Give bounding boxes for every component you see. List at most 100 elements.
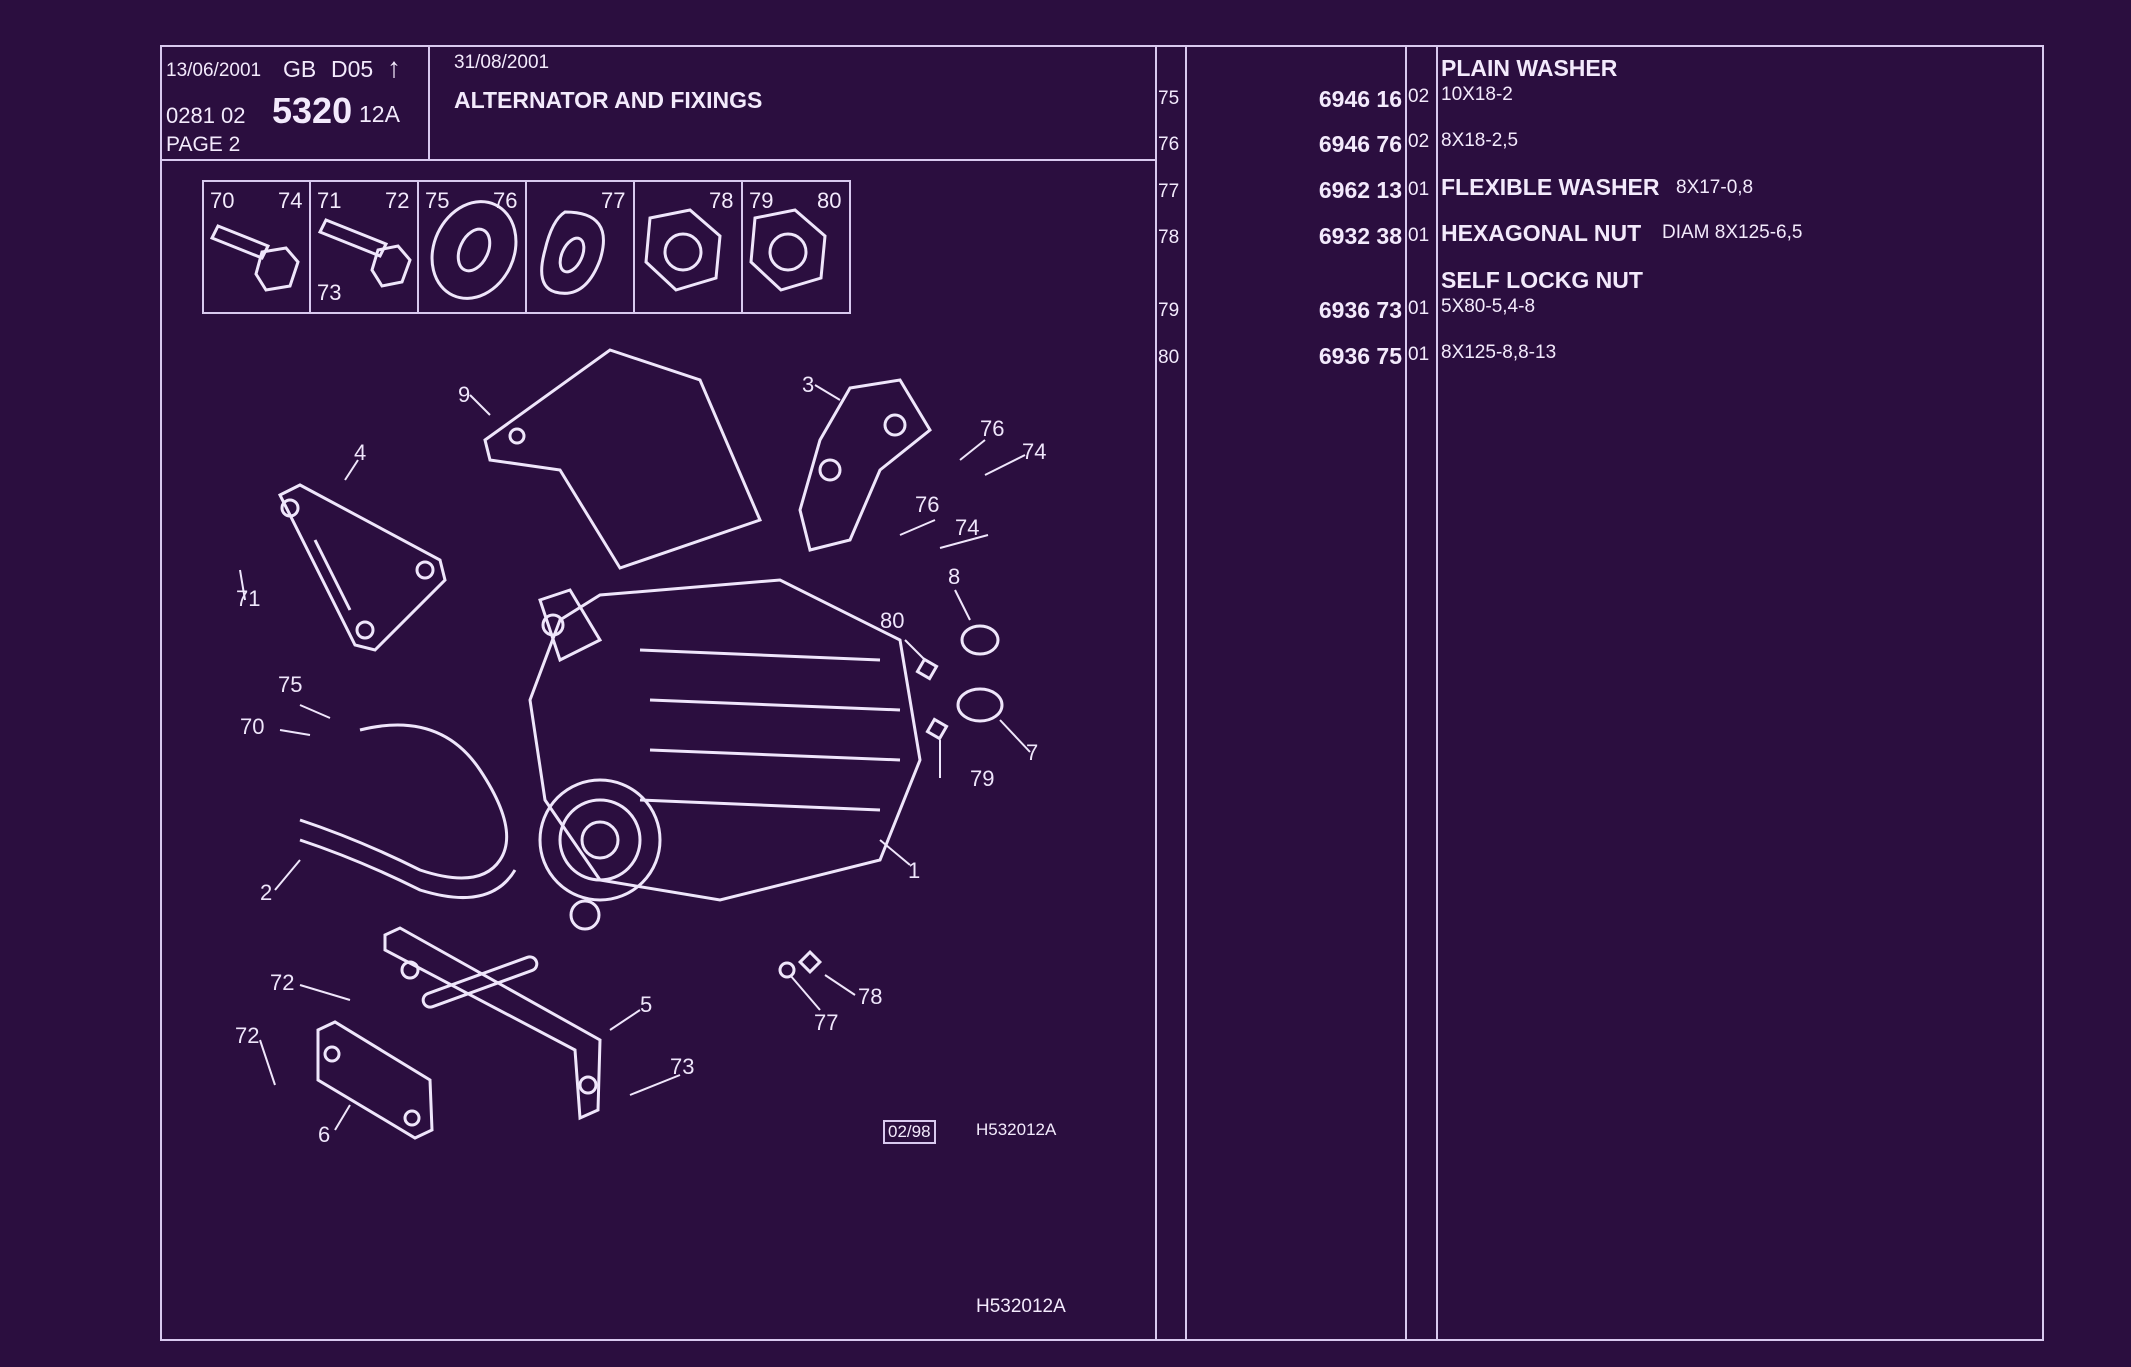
icon-cell-nut-79-80: 79 80 xyxy=(749,188,842,213)
header-ref-suffix: 12A xyxy=(359,101,400,127)
hex-bolt-icon xyxy=(209,224,300,292)
part-reference: 6946 16 xyxy=(1318,86,1402,112)
part-spec: 10X18-2 xyxy=(1441,84,1513,105)
callout-76-a: 76 xyxy=(980,416,1004,441)
callout-71: 71 xyxy=(236,586,260,611)
bushing-8-icon xyxy=(960,624,1000,656)
icon-cell-washer-75-76: 75 76 xyxy=(419,182,527,312)
callout-6: 6 xyxy=(318,1122,330,1147)
hex-bolt-long-icon xyxy=(317,218,412,288)
hex-nut-icon xyxy=(644,208,722,292)
part-name: PLAIN WASHER xyxy=(1441,55,1618,81)
header-ref-main: 5320 xyxy=(272,90,353,131)
header-ref-prefix: 0281 02 xyxy=(166,103,246,128)
callout-labels: 9 3 4 76 74 76 74 8 71 80 75 70 79 7 2 1… xyxy=(235,372,1046,1147)
drive-belt-icon xyxy=(299,723,517,900)
callout-77: 77 xyxy=(814,1010,838,1035)
heat-shield-icon xyxy=(483,348,763,570)
nut-80-icon xyxy=(915,657,939,681)
header-lang: GB xyxy=(283,56,317,82)
page-title: ALTERNATOR AND FIXINGS xyxy=(454,87,763,113)
column-rule-1 xyxy=(1155,45,1157,1339)
page-frame xyxy=(160,45,2044,1341)
callout-2: 2 xyxy=(260,880,272,905)
part-reference: 6936 75 xyxy=(1318,343,1402,369)
adjuster-bracket-5-icon xyxy=(383,926,602,1121)
callout-72-a: 72 xyxy=(270,970,294,995)
part-name: FLEXIBLE WASHER xyxy=(1441,174,1660,200)
item-number: 76 xyxy=(1158,134,1180,155)
icon-cell-washer-77: 77 xyxy=(527,182,635,312)
callout-78: 78 xyxy=(858,984,882,1009)
lock-nut-icon xyxy=(749,208,827,292)
footer-ref: H532012A xyxy=(976,1296,1066,1317)
part-variant: 01 xyxy=(1408,298,1430,319)
leader-lines xyxy=(239,384,1031,1131)
icon-cell-nut-78: 78 xyxy=(635,182,743,312)
callout-3: 3 xyxy=(802,372,814,397)
callout-1: 1 xyxy=(908,858,920,883)
callout-74-a: 74 xyxy=(1022,439,1046,464)
callout-4: 4 xyxy=(354,440,366,465)
callout-72-b: 72 xyxy=(235,1023,259,1048)
part-name: SELF LOCKG NUT xyxy=(1441,267,1643,293)
column-rule-3 xyxy=(1405,45,1407,1339)
part-reference: 6946 76 xyxy=(1318,131,1402,157)
item-number: 79 xyxy=(1158,300,1180,321)
drawing-date-stamp: 02/98 xyxy=(883,1120,936,1144)
callout-7: 7 xyxy=(1026,740,1038,765)
header-box xyxy=(160,45,1155,161)
part-spec: 8X125-8,8-13 xyxy=(1441,342,1557,363)
callout-73: 73 xyxy=(670,1054,694,1079)
part-reference: 6936 73 xyxy=(1318,297,1402,323)
part-spec: 8X18-2,5 xyxy=(1441,130,1519,151)
callout-80: 80 xyxy=(880,608,904,633)
header-date-right: 31/08/2001 xyxy=(454,52,550,73)
callout-74-b: 74 xyxy=(955,515,979,540)
nut-79-icon xyxy=(925,717,949,741)
item-number: 80 xyxy=(1158,347,1180,368)
item-number: 78 xyxy=(1158,227,1180,248)
header-page: PAGE 2 xyxy=(166,133,241,156)
callout-75: 75 xyxy=(278,672,302,697)
header-code: D05 xyxy=(331,56,374,82)
icon-cell-bolt-70-74: 70 74 xyxy=(204,182,311,312)
part-spec: 5X80-5,4-8 xyxy=(1441,296,1536,317)
nut-78-icon xyxy=(797,949,823,975)
header-date-left: 13/06/2001 xyxy=(166,60,262,81)
callout-70: 70 xyxy=(240,714,264,739)
callout-79: 79 xyxy=(970,766,994,791)
alternator-icon xyxy=(528,578,922,931)
callout-9: 9 xyxy=(458,382,470,407)
header-arrow: ↑ xyxy=(387,52,401,83)
part-variant: 01 xyxy=(1408,179,1430,200)
part-spec: 8X17-0,8 xyxy=(1676,177,1754,198)
drawing-ref: H532012A xyxy=(976,1120,1057,1139)
item-number: 75 xyxy=(1158,88,1180,109)
part-name: HEXAGONAL NUT xyxy=(1441,220,1642,246)
washer-77-icon xyxy=(778,961,796,979)
plain-washer-icon xyxy=(430,200,518,300)
part-variant: 02 xyxy=(1408,131,1430,152)
part-variant: 01 xyxy=(1408,225,1430,246)
header-divider xyxy=(428,45,430,159)
part-spec: DIAM 8X125-6,5 xyxy=(1662,222,1803,243)
flexible-washer-icon xyxy=(540,210,605,295)
icon-cell-bolt-71-72: 71 72 73 xyxy=(311,182,419,312)
bracket-4-icon xyxy=(277,483,447,652)
callout-76-b: 76 xyxy=(915,492,939,517)
plate-6-icon xyxy=(316,1020,434,1140)
fastener-icon-strip: 70 74 71 72 73 75 76 77 78 79 80 xyxy=(202,180,851,314)
callout-8: 8 xyxy=(948,564,960,589)
part-reference: 6962 13 xyxy=(1318,177,1402,203)
part-reference: 6932 38 xyxy=(1318,223,1402,249)
bracket-3-icon xyxy=(798,378,932,552)
part-variant: 02 xyxy=(1408,86,1430,107)
column-rule-2 xyxy=(1185,45,1187,1339)
column-rule-4 xyxy=(1436,45,1438,1339)
bushing-7-icon xyxy=(956,687,1004,723)
item-number: 77 xyxy=(1158,181,1180,202)
part-variant: 01 xyxy=(1408,344,1430,365)
callout-5: 5 xyxy=(640,992,652,1017)
